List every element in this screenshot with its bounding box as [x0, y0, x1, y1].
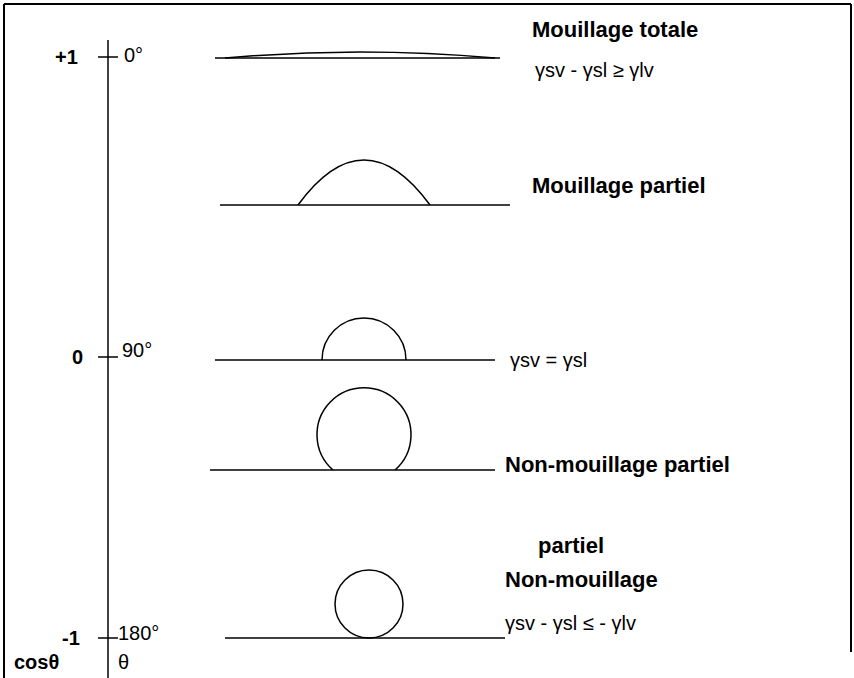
state-name: partiel: [538, 533, 604, 558]
axis-value: -1: [62, 627, 80, 650]
axis-value: +1: [55, 46, 78, 69]
angle-value: 90°: [122, 339, 152, 362]
state-name: Non-mouillage partiel: [505, 452, 730, 477]
frame: [4, 4, 851, 678]
axis: [98, 40, 118, 678]
state-name: Non-mouillage: [505, 567, 658, 592]
condition-formula: γsv - γsl ≤ - γlv: [505, 612, 636, 635]
angle-value: 180°: [118, 622, 159, 645]
state-name: Mouillage partiel: [532, 173, 706, 198]
condition-formula: γsv - γsl ≥ γlv: [535, 59, 654, 82]
condition-formula: γsv = γsl: [510, 349, 587, 372]
drops: [210, 52, 510, 638]
angle-value: 0°: [124, 44, 143, 67]
state-name: Mouillage totale: [532, 17, 698, 42]
axis-value: 0: [72, 346, 83, 369]
axis-title: θ: [118, 651, 129, 674]
axis-title: cosθ: [14, 651, 59, 674]
